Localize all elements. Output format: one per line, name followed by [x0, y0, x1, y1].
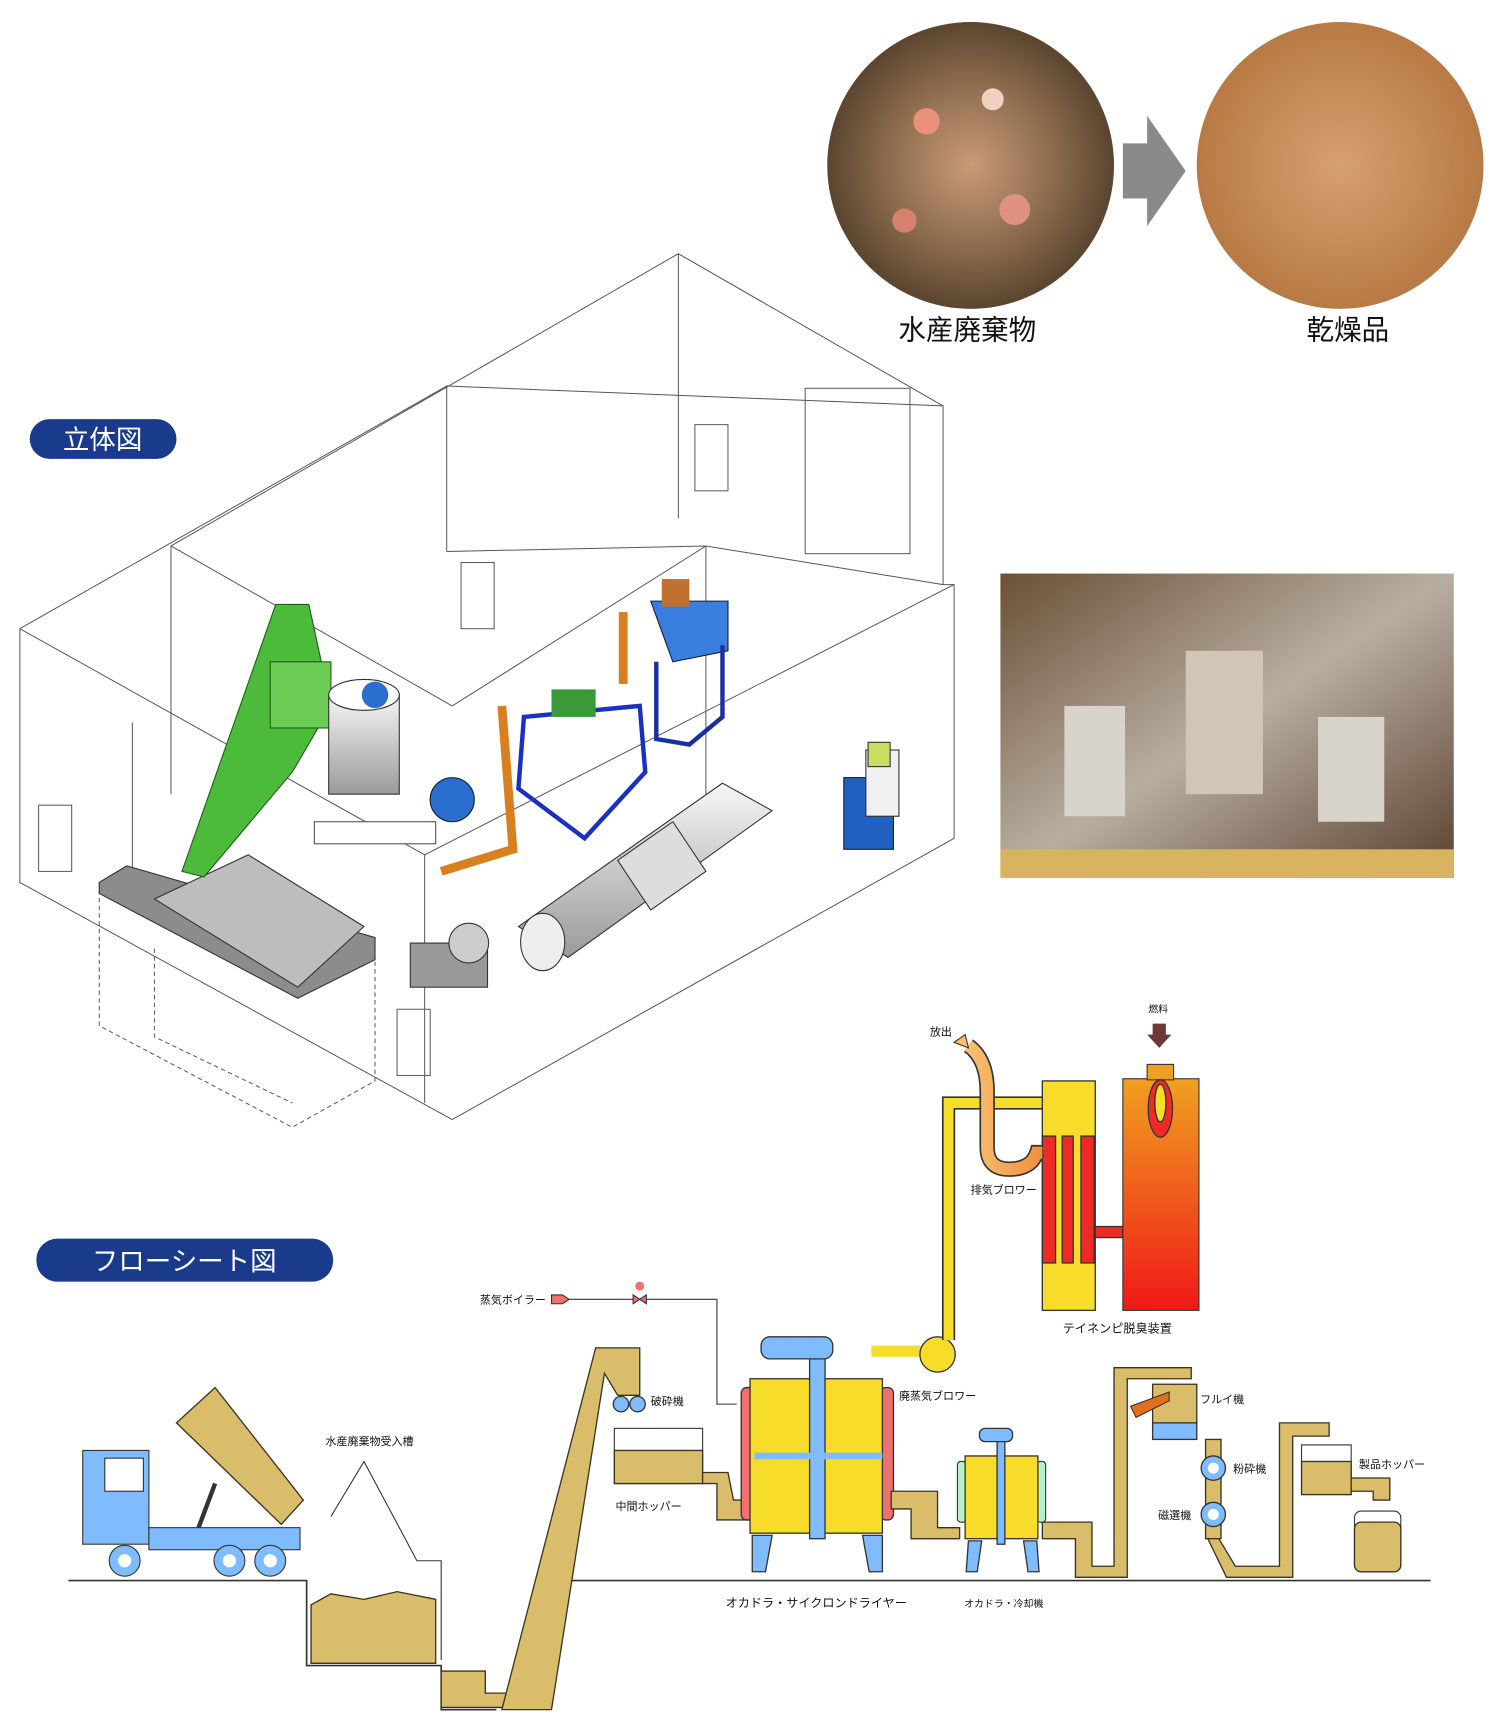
waste-steam-blower-label: 廃蒸気ブロワー	[899, 1389, 976, 1403]
raw-material-label: 水産廃棄物	[898, 314, 1036, 347]
svg-text:フローシート図: フローシート図	[92, 1247, 277, 1278]
exhaust-blower-label: 排気ブロワー	[971, 1182, 1037, 1196]
receiving-tank-label: 水産廃棄物受入槽	[325, 1434, 413, 1448]
discharge-label: 放出	[930, 1025, 952, 1039]
deodorizer	[1041, 1023, 1200, 1312]
svg-text:立体図: 立体図	[63, 425, 142, 456]
arrow-right-icon	[1122, 115, 1186, 227]
flowsheet-section-title: フローシート図	[36, 1238, 334, 1282]
crusher-label: 破砕機	[651, 1394, 684, 1408]
isometric-section-title: 立体図	[29, 419, 177, 459]
dump-truck	[82, 1386, 305, 1577]
sieve-label: フルイ機	[1200, 1392, 1244, 1406]
fuel-label: 燃料	[1148, 1003, 1168, 1016]
steam-boiler-label: 蒸気ボイラー	[480, 1293, 546, 1307]
cooler	[956, 1427, 1047, 1573]
isometric-building-drawing	[19, 253, 955, 1128]
pulverizer-label: 粉砕機	[1233, 1462, 1266, 1476]
discharge-arrow-icon	[952, 1033, 970, 1049]
intermediate-hopper-label: 中間ホッパー	[616, 1500, 682, 1513]
dried-product-label: 乾燥品	[1307, 314, 1390, 347]
fuel-arrow-icon	[1147, 1023, 1172, 1048]
cooler-label: オカドラ・冷却機	[964, 1597, 1043, 1610]
raw-material-photo	[827, 22, 1115, 309]
cyclone-dryer-label: オカドラ・サイクロンドライヤー	[726, 1596, 907, 1610]
deodorizer-label: テイネンピ脱臭装置	[1063, 1320, 1172, 1335]
dried-product-photo	[1196, 22, 1484, 309]
flowsheet-diagram	[68, 1023, 1431, 1711]
cyclone-dryer	[740, 1336, 895, 1573]
magnetic-separator-label: 磁選機	[1158, 1508, 1191, 1522]
plant-photo	[1000, 573, 1454, 878]
product-hopper-label: 製品ホッパー	[1359, 1457, 1425, 1471]
